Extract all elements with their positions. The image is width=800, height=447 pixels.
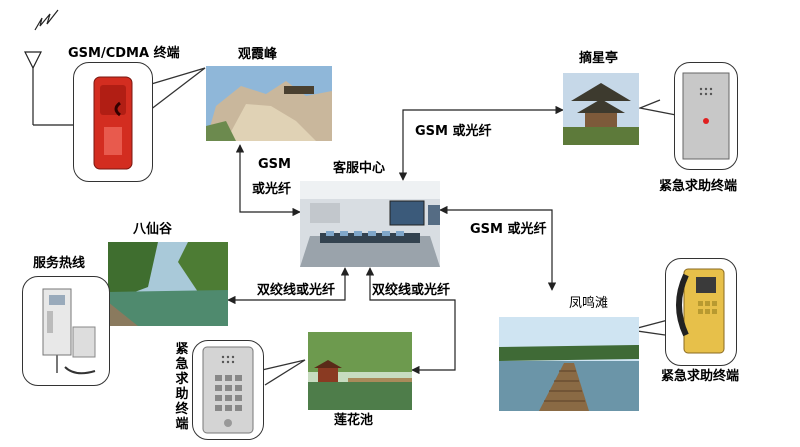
gsm-terminal-label: GSM/CDMA 终端 bbox=[68, 46, 180, 61]
antenna-icon bbox=[24, 9, 75, 126]
baxian-photo bbox=[108, 242, 228, 326]
link-label-top-right: GSM 或光纤 bbox=[415, 124, 492, 139]
emergency-terminal-bottom-bubble bbox=[192, 340, 264, 440]
yellow-phone-icon bbox=[676, 268, 725, 354]
guanxia-label: 观霞峰 bbox=[238, 47, 278, 62]
lianhua-label: 莲花池 bbox=[334, 413, 374, 428]
link-center-baxian bbox=[227, 267, 350, 305]
payphone-icon bbox=[42, 288, 96, 375]
guanxia-photo bbox=[206, 66, 332, 141]
fengming-label: 凤鸣滩 bbox=[569, 296, 609, 311]
center-photo bbox=[300, 181, 440, 267]
link-center-zhaixing bbox=[398, 105, 564, 181]
emergency-terminal-right-bubble bbox=[665, 258, 737, 366]
link-label-gsm: GSM bbox=[258, 157, 291, 172]
emergency-bottom-label: 紧急求助终端 bbox=[175, 342, 189, 432]
link-label-bottom-right: 双绞线或光纤 bbox=[372, 283, 451, 298]
link-label-bottom-left: 双绞线或光纤 bbox=[257, 283, 336, 298]
center-label: 客服中心 bbox=[333, 161, 386, 176]
gsm-phone-icon bbox=[93, 76, 133, 170]
zhaixing-label: 摘星亭 bbox=[579, 51, 619, 66]
fengming-photo bbox=[499, 317, 639, 411]
emergency-terminal-top-bubble bbox=[674, 62, 738, 170]
link-center-lianhua bbox=[365, 267, 456, 375]
zhaixing-photo bbox=[563, 73, 639, 145]
link-center-fengming bbox=[439, 205, 557, 291]
link-center-guanxia bbox=[235, 144, 301, 217]
keypad-intercom-icon bbox=[202, 346, 254, 434]
gsm-terminal-bubble bbox=[73, 62, 153, 182]
emergency-top-label: 紧急求助终端 bbox=[659, 179, 738, 194]
hotline-bubble bbox=[22, 276, 110, 386]
hotline-label: 服务热线 bbox=[33, 256, 86, 271]
link-label-fiber: 或光纤 bbox=[252, 182, 292, 197]
lianhua-photo bbox=[308, 332, 412, 410]
link-label-right: GSM 或光纤 bbox=[470, 222, 547, 237]
emergency-intercom-icon bbox=[682, 72, 730, 160]
baxian-label: 八仙谷 bbox=[133, 222, 173, 237]
emergency-right-label: 紧急求助终端 bbox=[661, 369, 740, 384]
